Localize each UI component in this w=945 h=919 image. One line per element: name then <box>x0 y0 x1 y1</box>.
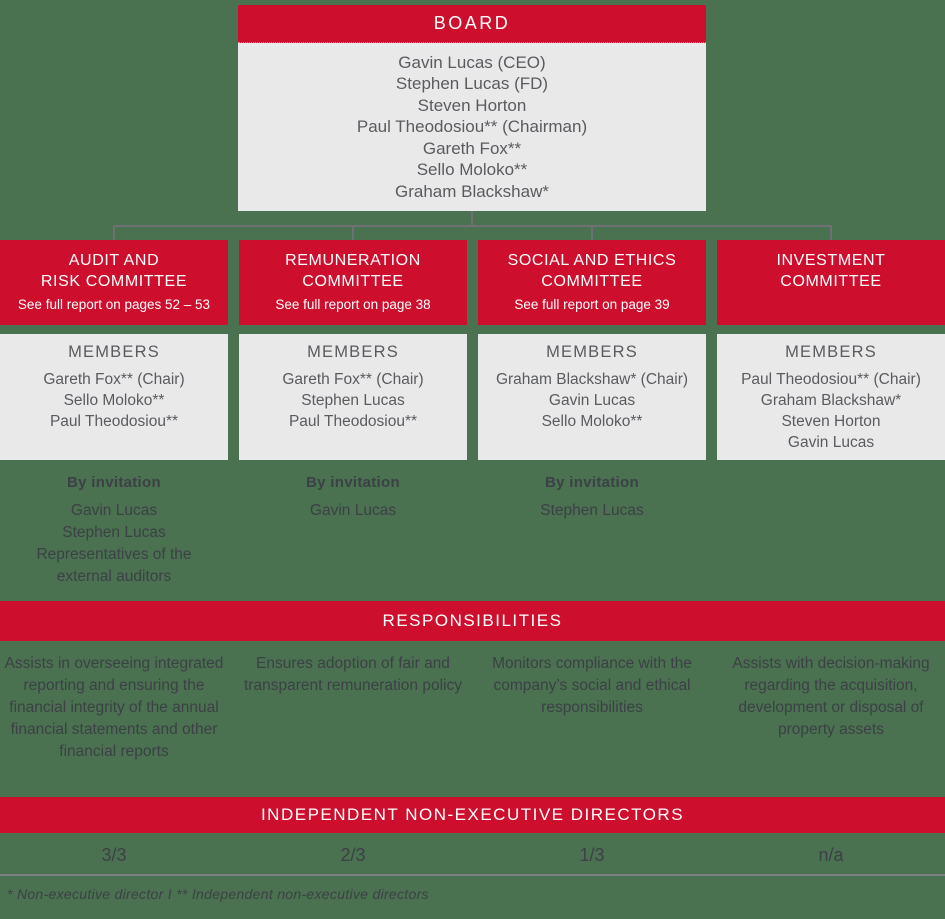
members-panel-investment: MEMBERS Paul Theodosiou** (Chair) Graham … <box>717 334 945 460</box>
board-title: BOARD <box>433 13 511 33</box>
connector-drop-audit <box>113 226 115 240</box>
responsibility-investment: Assists with decision-making regarding t… <box>732 655 930 738</box>
list-item: Gavin Lucas <box>548 392 636 409</box>
committee-report-note: See full report on page 38 <box>275 297 431 312</box>
list-item: COMMITTEE <box>302 273 404 290</box>
independent-directors-heading: INDEPENDENT NON-EXECUTIVE DIRECTORS <box>260 805 685 824</box>
members-list: Gareth Fox** (Chair) Sello Moloko** Paul T… <box>0 369 228 432</box>
independent-ratio-social-ethics: 1/3 <box>579 845 605 865</box>
committee-header-audit-risk: AUDIT AND RISK COMMITTEE See full report … <box>0 240 228 325</box>
list-item: Graham Blackshaw* <box>760 392 902 409</box>
list-item: Sello Moloko** <box>541 413 643 430</box>
independent-ratio-remuneration: 2/3 <box>340 845 366 865</box>
list-item: Gavin Lucas <box>70 502 158 519</box>
committee-title: INVESTMENT COMMITTEE <box>717 250 945 292</box>
list-item: REMUNERATION <box>285 252 421 269</box>
list-item: Paul Theodosiou** <box>49 413 179 430</box>
committee-header-investment: INVESTMENT COMMITTEE <box>717 240 945 325</box>
list-item: Paul Theodosiou** (Chairman) <box>356 117 588 137</box>
committee-report-note: See full report on pages 52 – 53 <box>17 297 211 312</box>
members-heading: MEMBERS <box>307 343 399 361</box>
list-item: COMMITTEE <box>780 273 882 290</box>
board-box: BOARD Gavin Lucas (CEO)Stephen Lucas (FD… <box>238 5 706 211</box>
committee-title: AUDIT AND RISK COMMITTEE <box>0 250 228 292</box>
list-item: Gavin Lucas <box>787 434 875 451</box>
committee-report-note: See full report on page 39 <box>514 297 670 312</box>
invitation-heading: By invitation <box>545 474 639 491</box>
list-item: Stephen Lucas <box>62 524 166 541</box>
connector-stem <box>471 211 473 226</box>
list-item: Gareth Fox** <box>422 138 522 158</box>
list-item: Gavin Lucas (CEO) <box>398 52 546 72</box>
independent-directors-band: INDEPENDENT NON-EXECUTIVE DIRECTORS <box>0 797 945 833</box>
footer-divider <box>0 874 945 876</box>
connector-bus <box>113 225 832 227</box>
footnote-legend: * Non-executive director I ** Independen… <box>7 886 429 902</box>
list-item: Gareth Fox** (Chair) <box>43 371 185 388</box>
members-heading: MEMBERS <box>785 343 877 361</box>
invitation-heading: By invitation <box>306 474 400 491</box>
board-members-panel: Gavin Lucas (CEO)Stephen Lucas (FD)Steve… <box>238 43 706 211</box>
independent-ratio-audit-risk: 3/3 <box>101 845 127 865</box>
connector-drop-social <box>591 226 593 240</box>
list-item: Stephen Lucas (FD) <box>395 74 549 94</box>
members-heading: MEMBERS <box>68 343 160 361</box>
committee-header-remuneration: REMUNERATION COMMITTEE See full report on… <box>239 240 467 325</box>
members-panel-audit-risk: MEMBERS Gareth Fox** (Chair) Sello Moloko… <box>0 334 228 460</box>
invitation-heading: By invitation <box>67 474 161 491</box>
invitation-block-social-ethics: By invitation Stephen Lucas <box>478 474 706 522</box>
responsibilities-heading: RESPONSIBILITIES <box>382 611 563 630</box>
independent-ratio-investment: n/a <box>818 845 844 865</box>
responsibility-audit-risk: Assists in overseeing integrated reporti… <box>4 655 224 760</box>
list-item: Gavin Lucas <box>309 502 397 519</box>
list-item: Steven Horton <box>417 95 527 115</box>
list-item: COMMITTEE <box>541 273 643 290</box>
invitation-list: Gavin Lucas <box>239 500 467 522</box>
committee-title: SOCIAL AND ETHICS COMMITTEE <box>478 250 706 292</box>
responsibility-remuneration: Ensures adoption of fair and transparent… <box>244 655 462 694</box>
list-item: Sello Moloko** <box>416 160 528 180</box>
invitation-block-remuneration: By invitation Gavin Lucas <box>239 474 467 522</box>
committee-header-social-ethics: SOCIAL AND ETHICS COMMITTEE See full repo… <box>478 240 706 325</box>
members-panel-social-ethics: MEMBERS Graham Blackshaw* (Chair) Gavin L… <box>478 334 706 460</box>
list-item: Representatives of the external auditors <box>36 546 192 585</box>
list-item: AUDIT AND <box>68 252 160 269</box>
list-item: Stephen Lucas <box>301 392 405 409</box>
list-item: SOCIAL AND ETHICS <box>507 252 677 269</box>
connector-drop-remuneration <box>352 226 354 240</box>
list-item: INVESTMENT <box>776 252 886 269</box>
list-item: Sello Moloko** <box>63 392 165 409</box>
list-item: Graham Blackshaw* (Chair) <box>495 371 689 388</box>
connector-drop-investment <box>830 226 832 240</box>
list-item: RISK COMMITTEE <box>40 273 188 290</box>
members-heading: MEMBERS <box>546 343 638 361</box>
list-item: Graham Blackshaw* <box>394 181 549 201</box>
responsibilities-band: RESPONSIBILITIES <box>0 601 945 641</box>
invitation-list: Stephen Lucas <box>478 500 706 522</box>
board-header: BOARD <box>238 5 706 43</box>
list-item: Stephen Lucas <box>540 502 644 519</box>
committee-title: REMUNERATION COMMITTEE <box>239 250 467 292</box>
invitation-block-investment <box>717 474 945 483</box>
members-list: Paul Theodosiou** (Chair) Graham Blacksha… <box>717 369 945 453</box>
responsibility-social-ethics: Monitors compliance with the company’s s… <box>492 655 692 716</box>
list-item: Paul Theodosiou** <box>288 413 418 430</box>
list-item: Gareth Fox** (Chair) <box>282 371 424 388</box>
members-panel-remuneration: MEMBERS Gareth Fox** (Chair) Stephen Luca… <box>239 334 467 460</box>
list-item: Steven Horton <box>781 413 881 430</box>
list-item: Paul Theodosiou** (Chair) <box>741 371 921 388</box>
